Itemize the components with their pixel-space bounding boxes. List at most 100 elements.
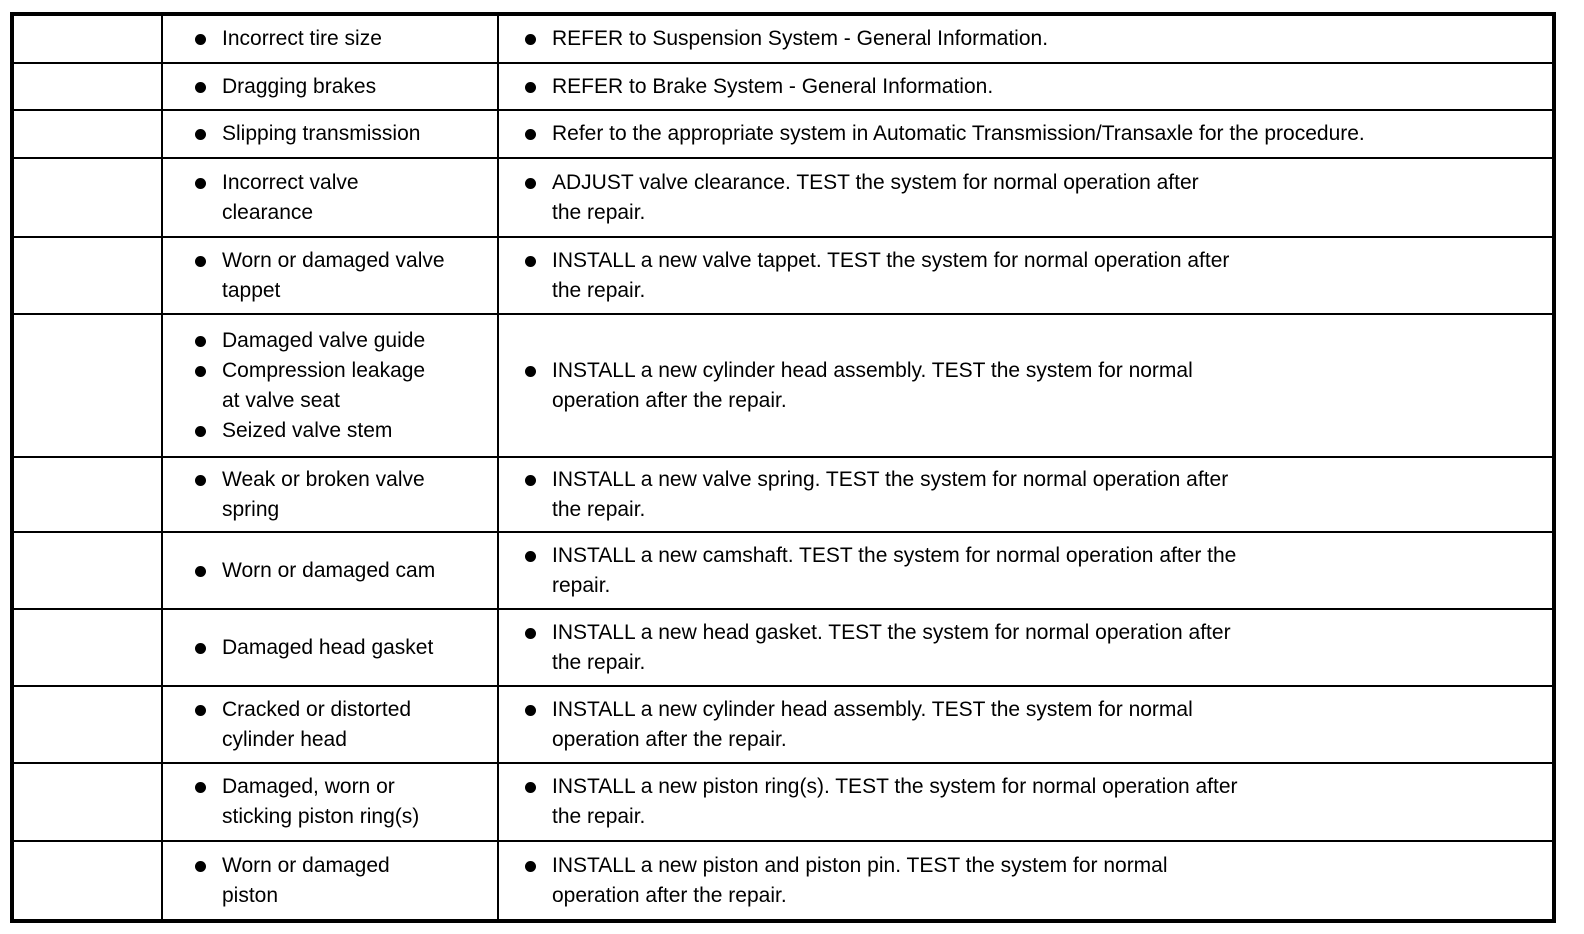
source-cell: Incorrect tire size <box>161 13 499 64</box>
source-text: Weak or broken valve spring <box>222 467 425 521</box>
source-text: Damaged head gasket <box>222 635 434 659</box>
bullet-icon <box>195 255 206 267</box>
table-row: Dragging brakes REFER to Brake System - … <box>11 62 1555 111</box>
source-text: Damaged, worn or sticking piston ring(s) <box>222 775 420 828</box>
source-item: Dragging brakes <box>163 72 497 102</box>
bullet-icon <box>525 474 536 486</box>
condition-cell <box>11 456 163 533</box>
table-row: Incorrect valve clearance ADJUST valve c… <box>11 157 1555 238</box>
source-item: Damaged head gasket <box>163 633 497 663</box>
source-text: Damaged valve guide <box>222 328 426 352</box>
source-cell: Dragging brakes <box>161 62 499 111</box>
source-item: Cracked or distorted cylinder head <box>163 695 497 755</box>
source-cell: Weak or broken valve spring <box>161 456 499 533</box>
action-text: INSTALL a new camshaft. TEST the system … <box>552 543 1237 597</box>
action-text: REFER to Brake System - General Informat… <box>552 74 994 98</box>
bullet-icon <box>525 34 536 45</box>
action-text: INSTALL a new cylinder head assembly. TE… <box>552 697 1193 751</box>
condition-cell <box>11 685 163 764</box>
action-cell: INSTALL a new camshaft. TEST the system … <box>497 531 1555 610</box>
action-cell: ADJUST valve clearance. TEST the system … <box>497 157 1555 238</box>
action-text: Refer to the appropriate system in Autom… <box>552 122 1365 145</box>
condition-cell <box>11 236 163 315</box>
source-item: Worn or damaged piston <box>163 851 497 911</box>
action-cell: REFER to Brake System - General Informat… <box>497 62 1555 111</box>
action-item: REFER to Brake System - General Informat… <box>499 72 1552 102</box>
document-page: Incorrect tire size REFER to Suspension … <box>10 12 1556 923</box>
table-row: Weak or broken valve spring INSTALL a ne… <box>11 456 1555 533</box>
action-text: ADJUST valve clearance. TEST the system … <box>552 170 1199 224</box>
source-text: Cracked or distorted cylinder head <box>222 697 412 751</box>
source-text: Worn or damaged piston <box>222 853 390 907</box>
source-text: Worn or damaged cam <box>222 558 436 582</box>
bullet-icon <box>525 365 536 377</box>
source-cell: Slipping transmission <box>161 109 499 159</box>
source-cell: Worn or damaged piston <box>161 840 499 922</box>
condition-cell <box>11 109 163 159</box>
action-cell: Refer to the appropriate system in Autom… <box>497 109 1555 159</box>
condition-cell <box>11 62 163 111</box>
action-cell: INSTALL a new cylinder head assembly. TE… <box>497 313 1555 458</box>
bullet-icon <box>525 627 536 639</box>
source-cell: Damaged valve guide Compression leakage … <box>161 313 499 458</box>
source-cell: Worn or damaged valve tappet <box>161 236 499 315</box>
bullet-icon <box>195 704 206 716</box>
bullet-icon <box>525 782 536 793</box>
source-item: Incorrect tire size <box>163 24 497 54</box>
source-text: Slipping transmission <box>222 122 421 145</box>
source-text: Compression leakage at valve seat <box>222 358 426 412</box>
source-text: Incorrect valve clearance <box>222 170 359 224</box>
bullet-icon <box>525 704 536 716</box>
bullet-icon <box>525 255 536 267</box>
action-text: REFER to Suspension System - General Inf… <box>552 27 1049 50</box>
bullet-icon <box>525 550 536 562</box>
source-item: Seized valve stem <box>163 416 497 446</box>
bullet-icon <box>195 81 206 93</box>
condition-cell <box>11 762 163 842</box>
table-row: Slipping transmission Refer to the appro… <box>11 109 1555 159</box>
bullet-icon <box>195 365 206 377</box>
table-row: Incorrect tire size REFER to Suspension … <box>11 13 1555 64</box>
source-text: Seized valve stem <box>222 418 393 442</box>
action-cell: REFER to Suspension System - General Inf… <box>497 13 1555 64</box>
action-item: INSTALL a new valve tappet. TEST the sys… <box>499 246 1552 306</box>
source-text: Dragging brakes <box>222 74 377 98</box>
table-row: Damaged valve guide Compression leakage … <box>11 313 1555 458</box>
condition-cell <box>11 157 163 238</box>
action-text: INSTALL a new piston ring(s). TEST the s… <box>552 775 1238 828</box>
source-item: Worn or damaged valve tappet <box>163 246 497 306</box>
action-text: INSTALL a new cylinder head assembly. TE… <box>552 358 1193 412</box>
action-item: INSTALL a new piston and piston pin. TES… <box>499 851 1552 911</box>
bullet-icon <box>195 642 206 654</box>
table-row: Cracked or distorted cylinder head INSTA… <box>11 685 1555 764</box>
bullet-icon <box>195 565 206 577</box>
action-cell: INSTALL a new piston ring(s). TEST the s… <box>497 762 1555 842</box>
bullet-icon <box>525 129 536 140</box>
action-item: INSTALL a new valve spring. TEST the sys… <box>499 465 1552 525</box>
table-row: Damaged head gasket INSTALL a new head g… <box>11 608 1555 687</box>
table-row: Damaged, worn or sticking piston ring(s)… <box>11 762 1555 842</box>
source-item: Incorrect valve clearance <box>163 168 497 228</box>
action-cell: INSTALL a new piston and piston pin. TES… <box>497 840 1555 922</box>
source-cell: Cracked or distorted cylinder head <box>161 685 499 764</box>
action-item: Refer to the appropriate system in Autom… <box>499 119 1552 149</box>
action-text: INSTALL a new piston and piston pin. TES… <box>552 853 1168 907</box>
source-cell: Damaged head gasket <box>161 608 499 687</box>
bullet-icon <box>195 129 206 140</box>
action-text: INSTALL a new valve tappet. TEST the sys… <box>552 248 1230 302</box>
condition-cell <box>11 13 163 64</box>
source-item: Weak or broken valve spring <box>163 465 497 525</box>
action-text: INSTALL a new head gasket. TEST the syst… <box>552 620 1231 674</box>
action-cell: INSTALL a new valve spring. TEST the sys… <box>497 456 1555 533</box>
bullet-icon <box>195 474 206 486</box>
source-cell: Worn or damaged cam <box>161 531 499 610</box>
action-cell: INSTALL a new valve tappet. TEST the sys… <box>497 236 1555 315</box>
bullet-icon <box>525 81 536 93</box>
bullet-icon <box>195 335 206 347</box>
bullet-icon <box>195 860 206 872</box>
action-item: INSTALL a new camshaft. TEST the system … <box>499 541 1552 601</box>
source-text: Incorrect tire size <box>222 27 382 50</box>
bullet-icon <box>195 782 206 793</box>
source-text: Worn or damaged valve tappet <box>222 248 445 302</box>
source-cell: Incorrect valve clearance <box>161 157 499 238</box>
